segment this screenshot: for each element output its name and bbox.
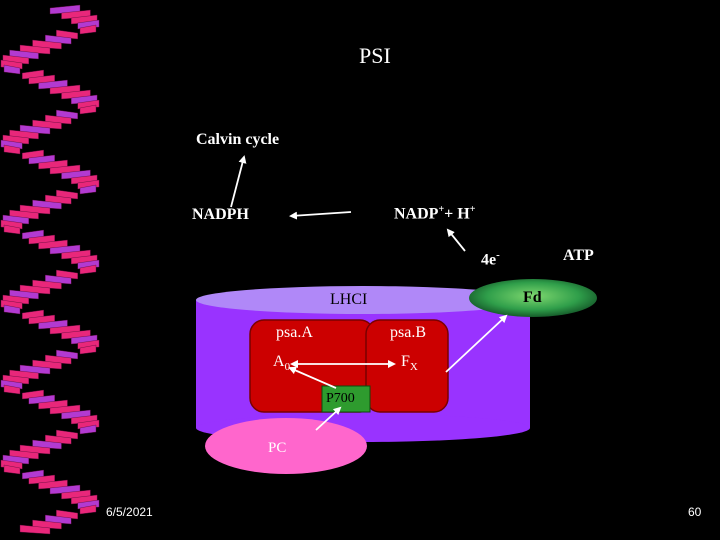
a0-label: A0 <box>273 354 290 373</box>
fx-text: F <box>401 353 410 370</box>
h-text: + H <box>444 205 470 223</box>
helix-segment <box>19 524 51 535</box>
helix-segment <box>79 24 97 35</box>
fx-label: FX <box>401 354 418 373</box>
pc-label: PC <box>268 440 287 456</box>
fx-subscript: X <box>409 361 418 374</box>
electrons-text: 4e <box>481 251 497 269</box>
pc-ellipse <box>205 418 367 474</box>
helix-segment <box>3 224 21 235</box>
slide-date: 6/5/2021 <box>106 505 153 519</box>
decorative-helix <box>0 4 100 535</box>
nadp-h-label: NADP++ H+ <box>394 205 475 222</box>
arrow-electrons-to-nadp <box>446 228 466 252</box>
nadph-label: NADPH <box>192 206 249 223</box>
lhci-label: LHCI <box>330 291 368 308</box>
psab-label: psa.B <box>390 324 426 341</box>
a0-subscript: 0 <box>284 361 291 374</box>
electrons-label: 4e- <box>481 250 500 268</box>
nadp-charge: + <box>438 204 445 215</box>
a0-text: A <box>273 353 285 370</box>
fd-label: Fd <box>523 289 542 306</box>
arrow-p700-to-a0 <box>288 366 337 389</box>
p700-label: P700 <box>326 391 355 406</box>
helix-segment <box>79 504 97 515</box>
nadp-text: NADP <box>394 205 439 223</box>
helix-segment <box>79 104 97 115</box>
arrow-fx-to-fd <box>445 314 508 373</box>
slide-page-number: 60 <box>688 505 702 519</box>
arrow-nadp-to-nadph <box>289 211 352 220</box>
helix-segment <box>79 264 97 275</box>
fd-ellipse <box>469 279 597 317</box>
arrow-nadph-to-calvin <box>230 155 247 208</box>
helix-segment <box>79 424 97 435</box>
p700-box <box>321 385 371 413</box>
h-charge: + <box>469 204 476 215</box>
helix-segment <box>79 344 97 355</box>
arrow-pc-to-p700 <box>315 406 342 431</box>
helix-segment <box>3 144 21 155</box>
slide-title: PSI <box>359 43 391 68</box>
helix-segment <box>3 384 21 395</box>
helix-segment <box>3 304 21 315</box>
helix-segment <box>3 464 21 475</box>
helix-segment <box>3 64 21 75</box>
helix-segment <box>79 184 97 195</box>
complex-top <box>196 286 530 314</box>
atp-label: ATP <box>563 247 594 264</box>
electrons-charge: - <box>496 249 500 261</box>
calvin-cycle-label: Calvin cycle <box>196 131 280 148</box>
psaa-label: psa.A <box>276 324 313 341</box>
